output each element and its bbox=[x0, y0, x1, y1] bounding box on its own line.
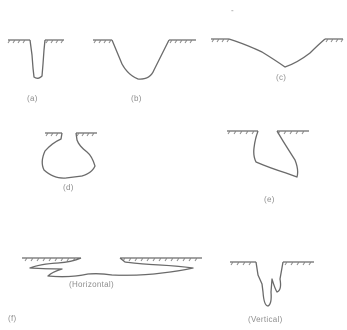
panel-f-horizontal-pit-outline bbox=[30, 258, 193, 277]
panel-b-pit-outline bbox=[112, 40, 169, 79]
panel-f-horizontal: (Horizontal) (f) bbox=[8, 258, 202, 323]
panel-f-label: (f) bbox=[8, 314, 16, 323]
panel-b-label: (b) bbox=[131, 94, 142, 103]
panel-a-pit-outline bbox=[30, 40, 45, 78]
panel-e: (e) bbox=[227, 131, 309, 204]
top-marker: - bbox=[231, 6, 234, 15]
panel-f-vertical-caption: (Vertical) bbox=[248, 315, 283, 324]
panel-f-vertical-pit-outline bbox=[256, 262, 283, 306]
panel-d: (d) bbox=[42, 133, 97, 192]
panel-a-label: (a) bbox=[27, 94, 38, 103]
panel-e-label: (e) bbox=[264, 195, 275, 204]
panel-d-pit-outline bbox=[42, 133, 95, 178]
panel-c-pit-outline bbox=[229, 39, 325, 67]
panel-d-label: (d) bbox=[63, 183, 74, 192]
panel-c-label: (c) bbox=[276, 73, 286, 82]
panel-f-vertical: (Vertical) bbox=[230, 262, 314, 324]
panel-f-horizontal-caption: (Horizontal) bbox=[69, 280, 114, 289]
panel-a: (a) bbox=[8, 40, 64, 103]
panel-c: (c) bbox=[211, 39, 343, 82]
panel-b: (b) bbox=[93, 40, 196, 103]
panel-e-pit-outline bbox=[254, 131, 298, 177]
